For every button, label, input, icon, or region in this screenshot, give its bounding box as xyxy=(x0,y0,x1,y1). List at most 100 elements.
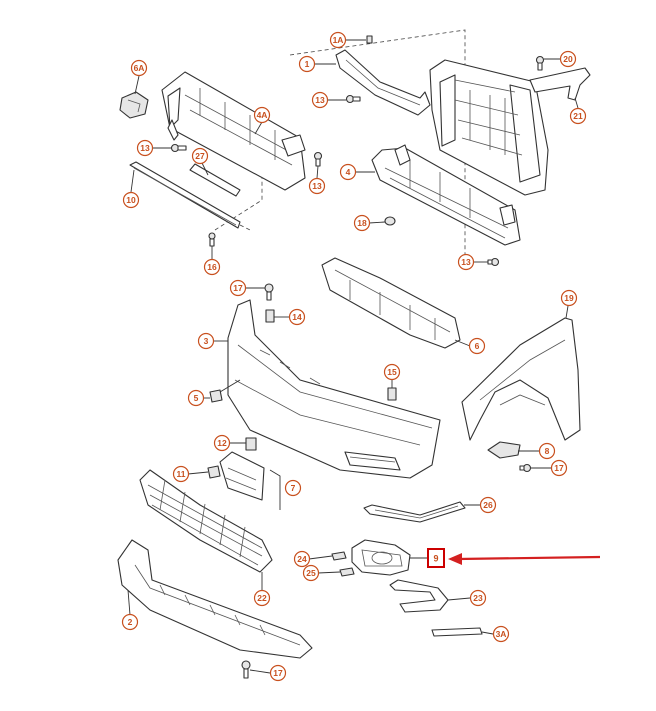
svg-text:9: 9 xyxy=(433,554,438,564)
leader-lines xyxy=(127,39,579,674)
cap-18 xyxy=(384,216,396,226)
screw-17-lower xyxy=(241,660,251,679)
callout-26[interactable]: 26 xyxy=(479,496,497,514)
callout-6[interactable]: 6 xyxy=(468,337,486,355)
svg-text:7: 7 xyxy=(291,483,296,493)
bolt-14 xyxy=(265,309,275,323)
callout-13-lower[interactable]: 13 xyxy=(457,253,475,271)
svg-text:5: 5 xyxy=(194,393,199,403)
part-6a-bracket xyxy=(119,91,149,119)
part-2-spoiler xyxy=(117,539,313,659)
part-6-absorber xyxy=(321,257,461,349)
clip-1a xyxy=(366,35,373,44)
callout-7[interactable]: 7 xyxy=(284,479,302,497)
callout-17-lower[interactable]: 17 xyxy=(269,664,287,682)
callout-25[interactable]: 25 xyxy=(302,564,320,582)
callout-8[interactable]: 8 xyxy=(538,442,556,460)
clip-24 xyxy=(331,551,347,561)
svg-text:13: 13 xyxy=(461,257,471,267)
callout-23[interactable]: 23 xyxy=(469,589,487,607)
screw-13-upper xyxy=(345,94,361,104)
svg-text:22: 22 xyxy=(257,593,267,603)
svg-text:3: 3 xyxy=(204,336,209,346)
part-26-trim xyxy=(363,501,466,523)
part-21-bracket xyxy=(529,67,591,101)
svg-text:3A: 3A xyxy=(496,629,507,639)
part-1-bracket xyxy=(335,49,431,116)
screw-13-lower xyxy=(487,257,500,267)
svg-text:27: 27 xyxy=(195,151,205,161)
callout-5[interactable]: 5 xyxy=(187,389,205,407)
svg-text:25: 25 xyxy=(306,568,316,578)
svg-text:17: 17 xyxy=(273,668,283,678)
svg-text:17: 17 xyxy=(554,463,564,473)
svg-text:24: 24 xyxy=(297,554,307,564)
callout-16[interactable]: 16 xyxy=(203,258,221,276)
part-lock-carrier xyxy=(429,59,549,196)
callout-19[interactable]: 19 xyxy=(560,289,578,307)
callout-13-right[interactable]: 13 xyxy=(308,177,326,195)
svg-text:16: 16 xyxy=(207,262,217,272)
callout-12[interactable]: 12 xyxy=(213,434,231,452)
svg-text:13: 13 xyxy=(312,181,322,191)
clip-25 xyxy=(339,567,355,577)
part-3-bumper-cover xyxy=(227,299,441,479)
svg-text:21: 21 xyxy=(573,111,583,121)
svg-text:20: 20 xyxy=(563,54,573,64)
callout-17-upper[interactable]: 17 xyxy=(229,279,247,297)
svg-text:11: 11 xyxy=(177,469,186,479)
callout-1a[interactable]: 1A xyxy=(329,31,347,49)
callout-17-fender[interactable]: 17 xyxy=(550,459,568,477)
callout-6a[interactable]: 6A xyxy=(130,59,148,77)
fastener-11 xyxy=(207,465,221,479)
callout-18[interactable]: 18 xyxy=(353,214,371,232)
svg-text:13: 13 xyxy=(315,95,325,105)
callout-14[interactable]: 14 xyxy=(288,308,306,326)
svg-text:13: 13 xyxy=(140,143,150,153)
screw-17-fender xyxy=(519,463,532,473)
highlight-arrow xyxy=(448,553,601,565)
part-10-strip xyxy=(129,161,241,229)
part-4-beam xyxy=(371,144,521,246)
svg-text:1A: 1A xyxy=(333,35,344,45)
callout-24[interactable]: 24 xyxy=(293,550,311,568)
screw-13-left xyxy=(170,143,187,153)
svg-text:14: 14 xyxy=(292,312,302,322)
part-15-clip xyxy=(387,387,397,401)
svg-text:26: 26 xyxy=(483,500,493,510)
callout-4[interactable]: 4 xyxy=(339,163,357,181)
callout-10[interactable]: 10 xyxy=(122,191,140,209)
svg-text:1: 1 xyxy=(305,59,310,69)
part-8-bracket xyxy=(487,441,521,459)
svg-text:17: 17 xyxy=(233,283,243,293)
screw-13-right xyxy=(313,151,323,167)
callout-2[interactable]: 2 xyxy=(121,613,139,631)
part-7-plate-holder xyxy=(219,451,265,501)
callout-20[interactable]: 20 xyxy=(559,50,577,68)
screw-20 xyxy=(535,55,545,71)
callout-9[interactable]: 9 xyxy=(427,548,445,568)
fastener-12 xyxy=(245,437,257,451)
part-5-clip xyxy=(209,379,241,403)
callout-22[interactable]: 22 xyxy=(253,589,271,607)
svg-text:18: 18 xyxy=(357,218,367,228)
part-23-trim xyxy=(389,579,449,613)
svg-text:10: 10 xyxy=(126,195,136,205)
callout-27[interactable]: 27 xyxy=(191,147,209,165)
callout-21[interactable]: 21 xyxy=(569,107,587,125)
callout-3[interactable]: 3 xyxy=(197,332,215,350)
callout-1[interactable]: 1 xyxy=(298,55,316,73)
callout-13-left[interactable]: 13 xyxy=(136,139,154,157)
callout-13-upper[interactable]: 13 xyxy=(311,91,329,109)
svg-text:19: 19 xyxy=(564,293,574,303)
callout-15[interactable]: 15 xyxy=(383,363,401,381)
callout-4a[interactable]: 4A xyxy=(253,106,271,124)
callout-11[interactable]: 11 xyxy=(172,465,190,483)
bolt-17-upper xyxy=(264,283,274,301)
svg-text:12: 12 xyxy=(217,438,227,448)
part-3a-strip xyxy=(431,627,483,637)
part-4a-carrier xyxy=(161,71,306,191)
callout-3a[interactable]: 3A xyxy=(492,625,510,643)
part-22-grille xyxy=(139,469,273,573)
